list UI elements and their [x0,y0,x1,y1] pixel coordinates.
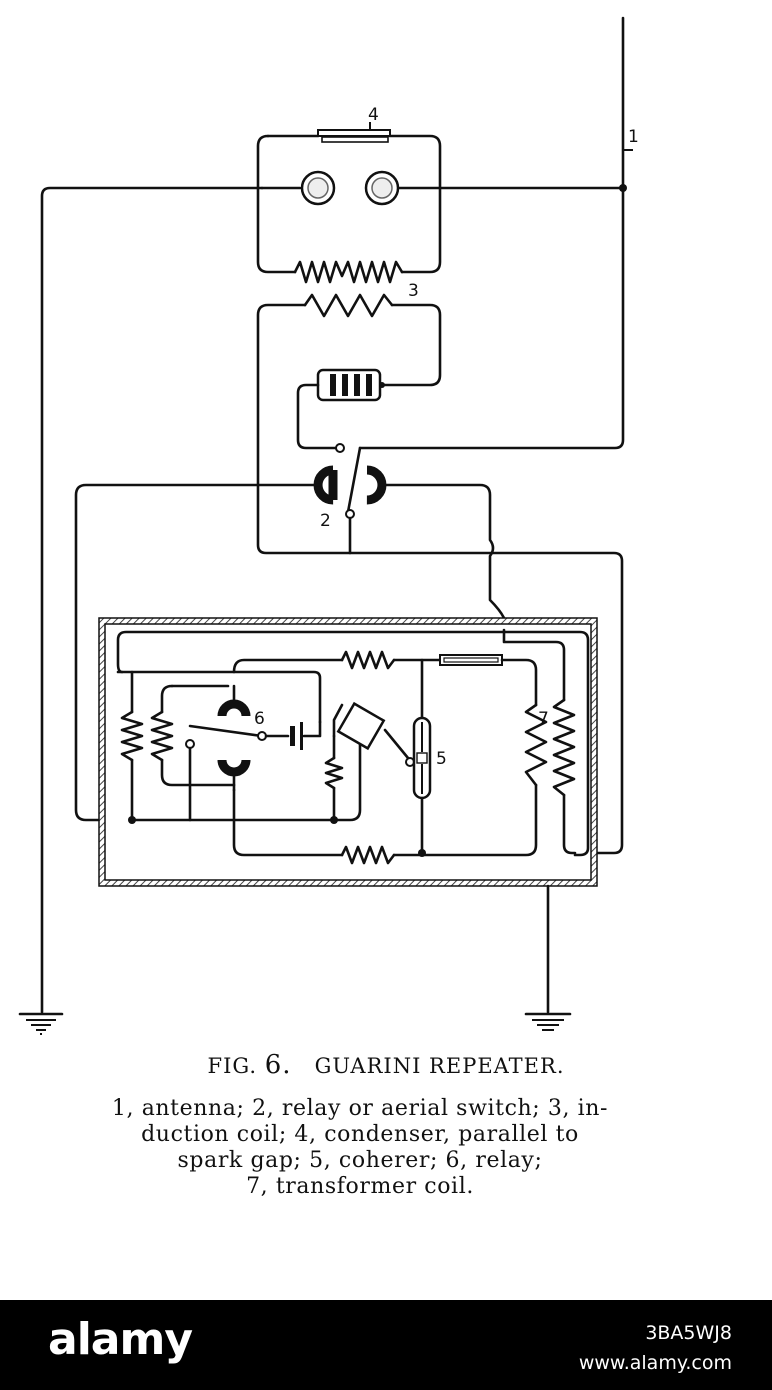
induction-coil-secondary [293,260,404,284]
antenna: 1 [358,16,639,450]
label-coherer: 5 [436,749,447,769]
ground-symbol-right [524,1012,572,1031]
label-transformer: 7 [538,709,549,729]
spark-gap-circuit: 4 [256,105,625,284]
shielding-box [98,617,598,887]
legend-line: duction coil; 4, condenser, parallel to [141,1122,579,1147]
footer-url: www.alamy.com [578,1352,732,1374]
watermark-footer: alamy 3BA5WJ8 www.alamy.com [0,1300,772,1390]
transformer-coil: 7 [502,628,577,855]
battery-relay [264,720,322,750]
battery-primary [316,368,385,402]
legend-line: spark gap; 5, coherer; 6, relay; [177,1148,543,1173]
induction-coil-primary-circuit [256,293,624,855]
relay-coil: 6 [185,684,267,822]
figure-title-text: GUARINI REPEATER. [314,1054,565,1078]
legend-line: 7, transformer coil. [246,1174,474,1199]
label-antenna: 1 [628,127,639,147]
left-ground-wire [18,186,264,1035]
figure-title: FIG. 6. GUARINI REPEATER. [0,1050,772,1080]
image-code: 3BA5WJ8 [645,1322,732,1344]
spark-gap [300,170,400,206]
label-induction-coil: 3 [408,281,419,301]
aerial-switch-relay: 2 [74,446,506,822]
figure-prefix: FIG. [207,1054,258,1078]
circuit-diagram: 1 4 [18,16,639,1035]
resistor-left-1 [120,710,144,762]
ground-symbol-left [18,1012,64,1035]
receiver-circuit: 6 [116,628,590,1031]
filter-condenser [439,654,503,666]
label-condenser: 4 [368,105,379,125]
resistor-top [340,650,396,670]
figure-number: 6. [264,1050,292,1080]
condenser: 4 [317,105,391,143]
legend-line: 1, antenna; 2, relay or aerial switch; 3… [111,1096,609,1121]
figure-legend: 1, antenna; 2, relay or aerial switch; 3… [40,1096,680,1200]
label-relay: 6 [254,709,265,729]
resistor-small [324,756,344,790]
label-relay-switch: 2 [320,511,331,531]
resistor-bottom [340,845,396,865]
induction-coil-primary [303,293,394,318]
decoherer-tapper [232,658,415,767]
brand-logo: alamy [48,1314,193,1365]
resistor-left-2 [150,710,174,762]
